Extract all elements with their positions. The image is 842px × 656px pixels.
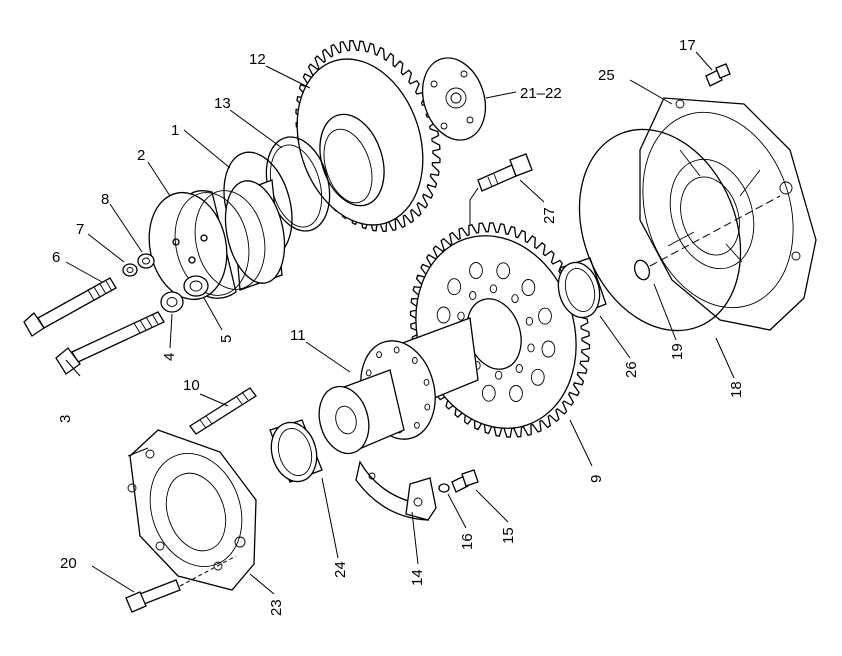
bolt-hole <box>423 378 430 386</box>
housing-screw <box>125 555 237 613</box>
callout-14: 14 <box>409 569 426 586</box>
callout-11: 11 <box>290 327 306 344</box>
bolt-hole <box>511 294 519 304</box>
callout-27: 27 <box>541 207 558 224</box>
callout-24: 24 <box>332 561 349 578</box>
long-bolt-upper <box>23 277 117 337</box>
bolt-hole <box>424 403 431 411</box>
callout-8: 8 <box>101 191 109 208</box>
gear-housing-cover <box>639 97 817 331</box>
callout-26: 26 <box>623 361 640 378</box>
bolt-hole <box>481 384 496 402</box>
callout-6: 6 <box>52 249 60 266</box>
bolt-hole <box>414 421 420 429</box>
callout-2: 2 <box>137 147 145 164</box>
bolt-hole <box>469 262 483 279</box>
bolt-hole <box>376 351 382 359</box>
gear-hub <box>148 179 286 301</box>
callout-12: 12 <box>249 51 266 68</box>
callout-10: 10 <box>183 377 200 394</box>
bushing-left <box>269 419 323 483</box>
bolt-hole <box>494 370 503 380</box>
bolt-hole <box>436 306 451 324</box>
callout-20: 20 <box>60 555 77 572</box>
retaining-bracket <box>355 460 437 521</box>
bolt-hole <box>515 364 523 373</box>
bolt-hole <box>530 368 545 386</box>
callout-5: 5 <box>218 335 235 343</box>
callout-17: 17 <box>679 37 696 54</box>
bolt-hole <box>411 357 418 364</box>
callout-labels: 1 2 3 4 5 6 7 8 9 10 11 12 13 14 15 16 1… <box>52 37 745 616</box>
screw-washer <box>438 483 450 493</box>
bolt-hole <box>521 279 536 296</box>
callout-4: 4 <box>161 353 178 361</box>
long-bolt-lower <box>55 311 165 375</box>
bolt-hole <box>527 343 535 353</box>
callout-3: 3 <box>57 415 74 423</box>
flat-washer <box>160 291 184 313</box>
bracket-screw <box>451 469 479 493</box>
callout-21-22: 21–22 <box>520 85 562 102</box>
callout-13: 13 <box>214 95 231 112</box>
callout-18: 18 <box>728 381 745 398</box>
lock-washer <box>137 253 155 269</box>
callout-15: 15 <box>500 527 517 544</box>
small-nut <box>122 263 138 277</box>
bolt-hole <box>469 291 477 300</box>
callout-23: 23 <box>268 599 285 616</box>
bolt-hole <box>489 284 498 294</box>
bolt-hole <box>447 278 462 296</box>
thrust-plate <box>422 57 486 141</box>
upper-idler-gear <box>295 40 441 232</box>
callout-25: 25 <box>598 67 615 84</box>
bolt-hole <box>538 307 552 325</box>
callout-7: 7 <box>76 221 84 238</box>
bolt-hole <box>509 385 523 402</box>
gear-shaft-hub <box>318 317 479 455</box>
bolt-hole <box>365 369 372 377</box>
leader-lines <box>65 51 735 595</box>
bolt-hole <box>541 340 556 358</box>
callout-19: 19 <box>669 343 686 360</box>
bolt-hole <box>525 316 534 326</box>
callout-16: 16 <box>459 533 476 550</box>
stud <box>189 387 257 435</box>
bolt-hole <box>457 311 465 321</box>
bolt-hole <box>393 346 400 354</box>
callout-9: 9 <box>588 475 605 483</box>
callout-1: 1 <box>171 122 179 139</box>
bushing-right <box>557 257 607 319</box>
front-housing <box>127 429 257 591</box>
bolt-hole <box>496 262 511 280</box>
cover-o-ring <box>578 128 742 332</box>
cover-bolt <box>705 63 731 87</box>
small-o-ring <box>633 259 651 281</box>
